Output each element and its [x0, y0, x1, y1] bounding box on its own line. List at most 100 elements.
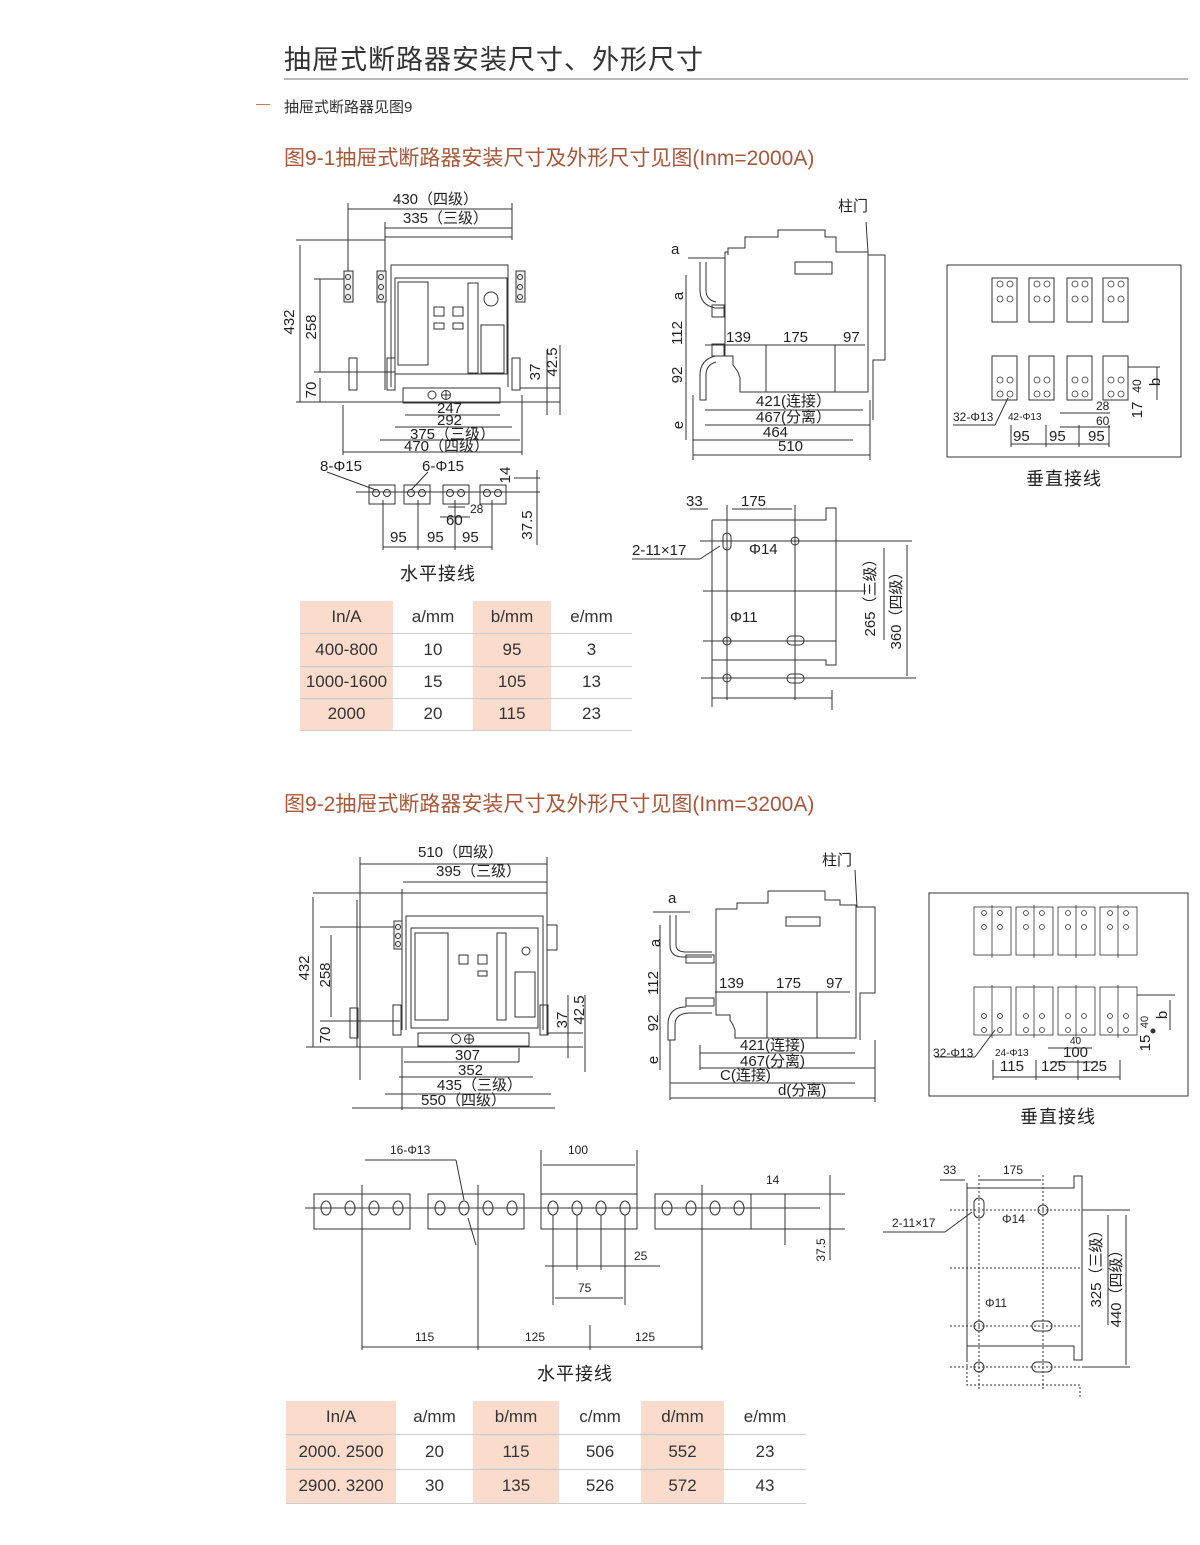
- title-divider: [284, 78, 1188, 80]
- table-cell: 135: [473, 1469, 559, 1504]
- dim-label: 432: [281, 309, 298, 335]
- table-cell: 552: [641, 1434, 724, 1470]
- dim-label: 100: [1063, 1044, 1089, 1061]
- dim-label: Φ11: [730, 609, 758, 626]
- figure-9-2-title: 图9-2抽屉式断路器安装尺寸及外形尺寸见图(Inm=3200A): [284, 793, 815, 816]
- dim-label: 2-11×17: [892, 1216, 936, 1230]
- table-header-row: In/A a/mm b/mm c/mm d/mm e/mm: [286, 1401, 806, 1435]
- dim-label: 175: [783, 329, 809, 346]
- dim-label: 510（四级）: [418, 844, 504, 861]
- dim-label: 75: [578, 1281, 592, 1295]
- column-header: c/mm: [559, 1401, 641, 1435]
- dim-label: 325（三级）: [1088, 1222, 1105, 1308]
- table-cell: 3: [551, 633, 632, 667]
- fig1-side-view: [685, 221, 886, 460]
- dim-label: 40: [1139, 1015, 1151, 1029]
- dim-label: 375（三级）: [410, 426, 496, 443]
- table-cell: 400-800: [300, 633, 393, 667]
- dim-label: 42-Φ13: [1008, 412, 1042, 423]
- dim-label: 335（三级）: [403, 210, 489, 227]
- table-cell: 2000: [300, 698, 393, 731]
- dim-label: 15: [1137, 1034, 1154, 1052]
- dim-label: 42.5: [544, 347, 561, 377]
- dim-label: 352: [458, 1062, 484, 1079]
- table-cell: 115: [473, 698, 551, 731]
- dim-label: 14: [497, 466, 514, 484]
- dim-label: 33: [943, 1163, 957, 1177]
- fig2-front-view: [306, 857, 586, 1110]
- fig2-spec-table: In/A a/mm b/mm c/mm d/mm e/mm 2000. 2500…: [286, 1401, 806, 1504]
- column-header: In/A: [300, 601, 393, 634]
- dim-label: 510: [778, 438, 804, 455]
- dim-label: 33: [686, 493, 703, 510]
- dim-label: 97: [826, 975, 843, 992]
- dim-label: 125: [1082, 1058, 1108, 1075]
- dim-label: 柱门: [822, 852, 853, 869]
- table-row: 1000-1600 15 105 13: [300, 666, 632, 699]
- table-row: 2900. 3200 30 135 526 572 43: [286, 1469, 806, 1504]
- dim-label: 550（四级）: [421, 1092, 507, 1109]
- dim-label: 467(分离）: [756, 409, 832, 426]
- dim-label: 421(连接）: [756, 393, 832, 410]
- dim-label: 139: [726, 329, 752, 346]
- dim-label: 115: [415, 1330, 435, 1344]
- dim-label: 100: [568, 1143, 589, 1157]
- dim-label: 28: [470, 502, 484, 516]
- vertical-wiring-caption: 垂直接线: [1026, 469, 1102, 489]
- fig1-vertical-busbars: [946, 264, 1182, 458]
- table-cell: 2900. 3200: [286, 1469, 396, 1504]
- dim-label: 6-Φ15: [422, 458, 464, 475]
- horizontal-wiring-caption: 水平接线: [537, 1364, 613, 1384]
- dim-label: 435（三级）: [437, 1077, 523, 1094]
- dim-label: 440（四级）: [1108, 1242, 1125, 1328]
- dim-label: 37.5: [814, 1238, 828, 1262]
- page-title: 抽屉式断路器安装尺寸、外形尺寸: [284, 45, 704, 75]
- dim-label: 70: [303, 381, 320, 399]
- dim-label: 97: [843, 329, 860, 346]
- column-header: b/mm: [473, 1401, 559, 1435]
- dim-label: 95: [427, 529, 444, 546]
- dim-label: 112: [669, 321, 686, 345]
- dim-label: 421(连接): [740, 1037, 806, 1054]
- fig1-spec-table: In/A a/mm b/mm e/mm 400-800 10 95 3 1000…: [300, 601, 632, 731]
- dim-label: 2-11×17: [632, 542, 687, 559]
- dim-label: e: [670, 420, 687, 430]
- dim-label: 14: [766, 1173, 780, 1187]
- table-cell: 43: [724, 1469, 806, 1504]
- table-cell: 23: [551, 698, 632, 731]
- dim-label: 470（四级）: [404, 438, 490, 455]
- dim-label: a: [670, 291, 687, 301]
- fig2-side-view: [653, 869, 876, 1102]
- section-subtitle: 抽屉式断路器见图9: [284, 99, 413, 116]
- dim-label: Φ11: [985, 1296, 1008, 1310]
- dim-label: 265（三级）: [862, 551, 879, 637]
- table-cell: 30: [396, 1469, 473, 1504]
- dim-label: 92: [669, 366, 686, 384]
- table-cell: 95: [473, 633, 551, 667]
- table-cell: 115: [473, 1434, 559, 1470]
- column-header: d/mm: [641, 1401, 724, 1435]
- table-cell: 15: [393, 666, 473, 699]
- dim-label: 37.5: [519, 510, 536, 540]
- dim-label: 360（四级）: [888, 564, 905, 650]
- dim-label: 92: [645, 1014, 662, 1032]
- dim-label: 32-Φ13: [953, 410, 994, 424]
- dim-label: 175: [776, 975, 802, 992]
- dim-label: 292: [437, 412, 463, 429]
- dim-label: 247: [437, 400, 463, 417]
- column-header: e/mm: [551, 601, 632, 634]
- dim-label: 8-Φ15: [320, 458, 362, 475]
- column-header: b/mm: [473, 601, 551, 634]
- table-row: 2000. 2500 20 115 506 552 23: [286, 1434, 806, 1470]
- dim-label: 42.5: [571, 995, 588, 1025]
- fig2-mounting-plate: [883, 1175, 1130, 1398]
- dim-label: e: [645, 1055, 662, 1065]
- dim-label: 430（四级）: [393, 191, 479, 208]
- dim-label: b: [1154, 1010, 1171, 1020]
- dim-label: 125: [635, 1330, 656, 1344]
- dim-label: 95: [462, 529, 479, 546]
- column-header: a/mm: [393, 601, 473, 634]
- dim-label: 139: [719, 975, 745, 992]
- table-cell: 13: [551, 666, 632, 699]
